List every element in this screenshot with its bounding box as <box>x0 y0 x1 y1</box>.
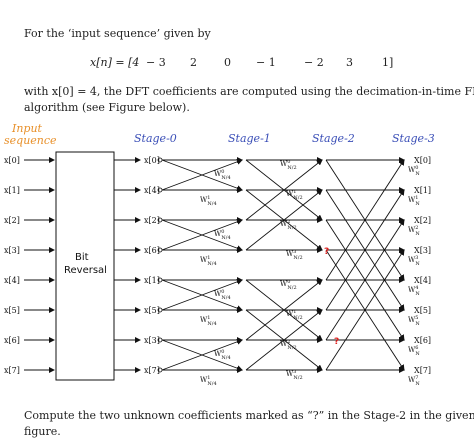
stage0-cross-3-2 <box>161 218 243 251</box>
input-label-x5: x[5] <box>4 306 20 315</box>
butterfly-network <box>157 157 405 373</box>
bitrev-label-5: x[5] <box>144 306 160 315</box>
problem-line-2: with x[0] = 4, the DFT coefficients are … <box>24 85 474 98</box>
stage2-cross-7-3 <box>325 249 405 371</box>
output-label-X2: X[2] <box>414 216 431 225</box>
stage0-cross-1-0 <box>161 158 243 191</box>
fft-butterfly-diagram: Input sequence Stage-0 Stage-1 Stage-2 S… <box>4 122 435 386</box>
input-label-x4: x[4] <box>4 276 20 285</box>
input-branches <box>24 157 141 373</box>
block-label-line-2: Reversal <box>64 265 107 276</box>
stage2-cross-4-0 <box>325 159 405 281</box>
stage1-cross-7-5 <box>245 309 323 371</box>
unknown-marker-lower: ? <box>334 337 339 347</box>
output-label-X6: X[6] <box>414 336 431 345</box>
bitrev-label-7: x[7] <box>144 366 160 375</box>
input-label-x1: x[1] <box>4 186 20 195</box>
stage1-cross-2-0 <box>245 159 323 221</box>
input-label-x6: x[6] <box>4 336 20 345</box>
input-label-x3: x[3] <box>4 246 20 255</box>
stage0-cross-5-4 <box>161 278 243 311</box>
input-label-line-2: sequence <box>4 134 57 147</box>
bitrev-label-4: x[1] <box>144 276 160 285</box>
sequence-value-4: − 1 <box>256 56 276 69</box>
sequence-value-2: 2 <box>190 56 197 69</box>
problem-line-3: algorithm (see Figure below). <box>24 101 190 114</box>
bitrev-label-2: x[2] <box>144 216 160 225</box>
input-label-line-1: Input <box>11 122 43 135</box>
input-label-x0: x[0] <box>4 156 20 165</box>
output-label-X0: X[0] <box>414 156 431 165</box>
sequence-value-1: − 3 <box>146 56 166 69</box>
output-label-X7: X[7] <box>414 366 431 375</box>
stage-label-3: Stage-3 <box>392 132 435 145</box>
sequence-value-7: 1] <box>382 56 394 69</box>
sequence-value-3: 0 <box>224 56 231 69</box>
output-label-X5: X[5] <box>414 306 431 315</box>
stage-label-1: Stage-1 <box>228 132 271 145</box>
output-label-X1: X[1] <box>414 186 431 195</box>
stage1-cross-6-4 <box>245 279 323 341</box>
footer-line-1: Compute the two unknown coefficients mar… <box>24 409 474 422</box>
bitrev-label-1: x[4] <box>144 186 160 195</box>
stage2-cross-6-2 <box>325 219 405 341</box>
stage2-cross-5-1 <box>325 189 405 311</box>
stage-label-0: Stage-0 <box>134 132 177 145</box>
block-label-line-1: Bit <box>75 252 89 263</box>
input-label-x2: x[2] <box>4 216 20 225</box>
output-label-X3: X[3] <box>414 246 431 255</box>
output-label-X4: X[4] <box>414 276 431 285</box>
stage1-cross-3-1 <box>245 189 323 251</box>
input-label-x7: x[7] <box>4 366 20 375</box>
footer-line-2: figure. <box>24 425 61 438</box>
bitrev-label-6: x[3] <box>144 336 160 345</box>
node-labels: x[0] x[0] X[0] x[1] x[4] X[1] x[2] x[2] X[2] x[3]… <box>4 156 431 375</box>
sequence-value-6: 3 <box>346 56 353 69</box>
sequence-lhs: x[n] = [4 <box>90 56 140 69</box>
stage0-cross-7-6 <box>161 338 243 371</box>
unknown-marker-upper: ? <box>324 247 329 257</box>
bit-reversal-block <box>55 151 115 381</box>
bitrev-label-3: x[6] <box>144 246 160 255</box>
sequence-value-5: − 2 <box>304 56 324 69</box>
bitrev-label-0: x[0] <box>144 156 160 165</box>
problem-line-1: For the ‘input sequence’ given by <box>24 27 211 40</box>
stage-label-2: Stage-2 <box>312 132 355 145</box>
